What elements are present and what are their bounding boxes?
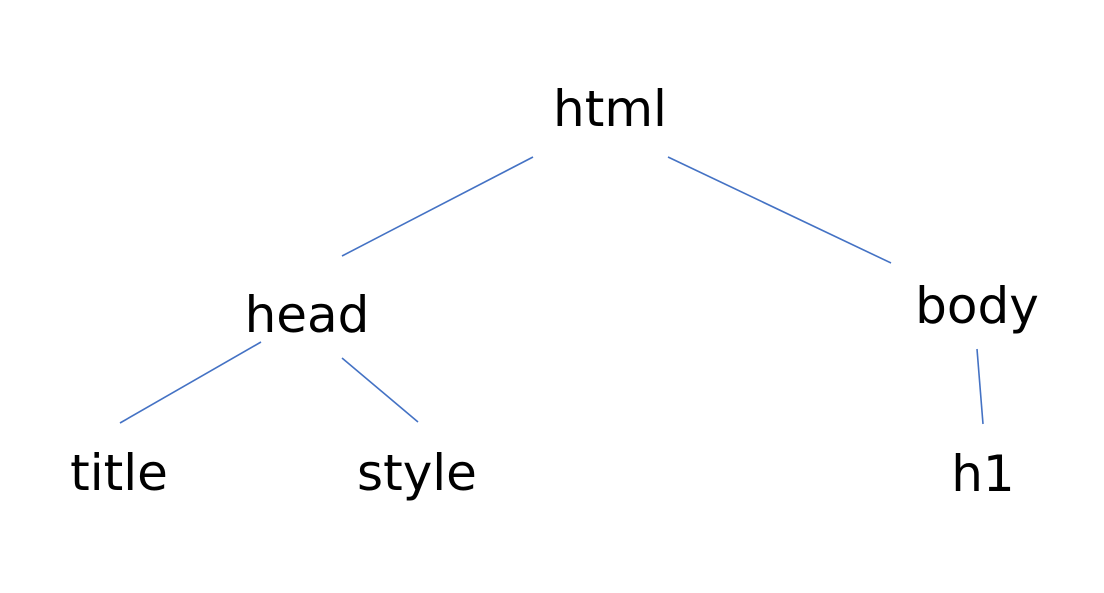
node-h1: h1 xyxy=(951,445,1015,503)
node-html: html xyxy=(553,80,667,138)
edge-head-style xyxy=(341,357,419,423)
node-head: head xyxy=(245,286,370,344)
edge-html-body xyxy=(667,156,892,264)
edge-html-head xyxy=(341,156,534,257)
edge-body-h1 xyxy=(976,348,984,425)
node-title: title xyxy=(70,444,168,502)
node-style: style xyxy=(357,444,477,502)
node-body: body xyxy=(915,277,1039,335)
edge-head-title xyxy=(119,341,262,424)
